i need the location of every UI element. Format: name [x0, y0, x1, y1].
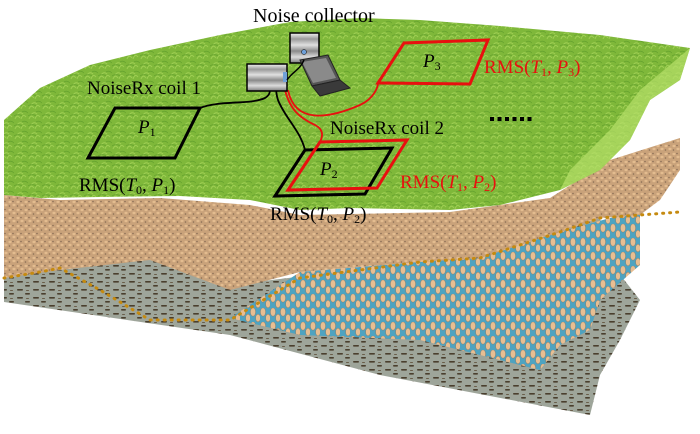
rms-t0-p1-label: RMS(T0, P1): [79, 176, 175, 196]
point-p2-sub: 2: [331, 167, 338, 181]
rms-sep: ,: [333, 204, 343, 225]
noise-collector-label: Noise collector: [253, 5, 375, 27]
rms-t: T: [316, 204, 328, 225]
rms-p-sub: 2: [354, 212, 361, 226]
rms-t: T: [125, 175, 137, 196]
rms-p: P: [342, 204, 355, 225]
rms-prefix: RMS(: [79, 175, 126, 196]
cable-coil2-t1: [284, 89, 323, 143]
layer-boundary-dots: [2, 210, 682, 322]
ellipsis-dot: [527, 117, 532, 121]
point-p3-label: P3: [423, 52, 441, 72]
point-p1-main: P: [138, 117, 150, 138]
grass-edge-highlight: [560, 48, 690, 190]
rms-prefix: RMS(: [484, 57, 531, 78]
rms-sep: ,: [547, 57, 557, 78]
ellipsis-dots: [490, 117, 532, 121]
rms-suffix: ): [574, 57, 581, 78]
sand-layer: [4, 138, 680, 290]
coil1-label: NoiseRx coil 1: [87, 78, 201, 99]
coil2-label: NoiseRx coil 2: [330, 118, 444, 139]
rms-p: P: [556, 57, 569, 78]
rms-sep: ,: [463, 172, 473, 193]
aquifer-layer: [230, 210, 640, 370]
coil-p3-loop: [375, 38, 491, 86]
rms-suffix: ): [360, 204, 367, 225]
rms-p: P: [151, 175, 164, 196]
rms-t-sub: 1: [541, 65, 548, 79]
ellipsis-dot: [520, 117, 524, 121]
coil-p2-loop-t1: [285, 138, 410, 192]
point-p2-label: P2: [320, 160, 338, 180]
ellipsis-dot: [490, 117, 494, 121]
rms-p-sub: 3: [568, 65, 575, 79]
ellipsis-dot: [505, 117, 509, 121]
cable-coil3: [287, 82, 379, 117]
point-p3-sub: 3: [434, 59, 441, 73]
point-p1-label: P1: [138, 118, 156, 138]
rms-t0-p2-label: RMS(T0, P2): [270, 205, 366, 225]
rms-p-sub: 2: [484, 180, 491, 194]
laptop-icon: [299, 54, 352, 97]
rms-t: T: [446, 172, 458, 193]
ellipsis-dot: [512, 117, 517, 121]
rms-p-sub: 1: [163, 183, 170, 197]
rms-t1-p3-label: RMS(T1, P3): [484, 58, 580, 78]
point-p1-sub: 1: [149, 125, 156, 139]
rms-prefix: RMS(: [400, 172, 447, 193]
point-p3-main: P: [423, 51, 435, 72]
coil-p2-loop-t0: [272, 146, 395, 198]
rms-prefix: RMS(: [270, 204, 317, 225]
rms-p: P: [472, 172, 485, 193]
receiver-box-front: [246, 63, 288, 92]
rms-t-sub: 1: [457, 180, 464, 194]
cable-box-link: [286, 59, 305, 81]
rms-t-sub: 0: [136, 183, 143, 197]
ellipsis-dot: [497, 117, 502, 121]
grass-surface: [4, 18, 690, 210]
rms-sep: ,: [142, 175, 152, 196]
rms-suffix: ): [490, 172, 497, 193]
point-p2-main: P: [320, 159, 332, 180]
rms-suffix: ): [169, 175, 176, 196]
rms-t: T: [530, 57, 542, 78]
rms-t-sub: 0: [327, 212, 334, 226]
rms-t1-p2-label: RMS(T1, P2): [400, 173, 496, 193]
